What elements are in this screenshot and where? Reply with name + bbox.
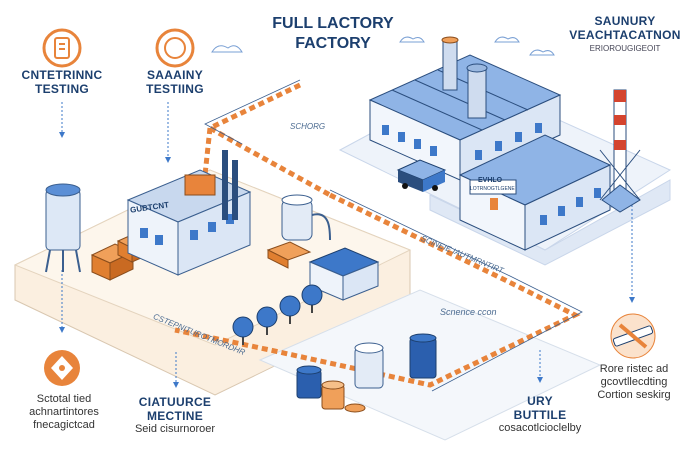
far-right-line-2: gcovtllecdting [600, 376, 668, 388]
factory-sign-1: EVHLO [478, 177, 503, 184]
control-icon [44, 350, 80, 386]
bottom-left-line-1: Sctotal tied [36, 393, 92, 405]
testing-label-2: SAAAINY TESTIING [125, 68, 225, 96]
testing-1-line-2: TESTING [34, 82, 90, 96]
bottom-mid-line-2: MECTINE [146, 409, 204, 423]
connector-lines [61, 102, 633, 385]
bottom-mid-caption: CIATUURCE MECTINE Seid cisurnoroer [120, 395, 230, 436]
top-right-sub: ERIOROUGIGEOIT [589, 44, 661, 53]
packaging-factory [458, 134, 612, 251]
page-title: FULL LACTORY FACTORY [268, 14, 398, 54]
bottom-right-sub: cosacotlcioclelby [498, 422, 582, 434]
far-right-line-3: Cortion seskirg [597, 389, 671, 401]
clouds [211, 36, 555, 56]
delivery-truck [396, 159, 447, 192]
bottom-left-line-3: fnecagictcad [33, 419, 95, 431]
path-label: SCHORG [290, 122, 326, 131]
tools-icon [610, 313, 656, 359]
small-warehouse [308, 247, 380, 301]
smokestack-tower [599, 89, 641, 213]
top-right-line-1: SAUNURY [594, 14, 656, 28]
plant-building [126, 150, 252, 276]
barrels [296, 333, 437, 413]
water-tower [45, 183, 81, 273]
top-right-line-2: VEACHTACATNON [569, 28, 681, 42]
far-right-line-1: Rore ristec ad [599, 363, 669, 375]
bottom-left-line-2: achnartintores [29, 406, 99, 418]
bottom-right-line-1: URY [527, 394, 553, 408]
science-label: Scnence ccon [440, 307, 497, 317]
testing-1-line-1: CNTETRINNC [21, 68, 103, 82]
main-factory [368, 36, 562, 181]
title-line-2: FACTORY [295, 35, 371, 52]
factory-sign-2: LOTRNOGTLGENE [470, 186, 515, 192]
testing-label-1: CNTETRINNC TESTING [12, 68, 112, 96]
storage-tank [266, 194, 331, 269]
testing-icon-1 [42, 28, 82, 68]
testing-2-line-2: TESTIING [146, 82, 204, 96]
tree-row [232, 284, 323, 345]
testing-2-line-1: SAAAINY [146, 68, 204, 82]
bottom-left-caption: Sctotal tied achnartintores fnecagictcad [4, 393, 124, 432]
far-right-caption: Rore ristec ad gcovtllecdting Cortion se… [578, 363, 690, 402]
path-border [204, 79, 583, 392]
title-line-1: FULL LACTORY [272, 15, 394, 32]
bottom-mid-sub: Seid cisurnoroer [134, 423, 216, 435]
top-right-caption: SAUNURY VEACHTACATNON ERIOROUGIGEOIT [560, 14, 690, 53]
bottom-right-line-2: BUTTILE [513, 408, 567, 422]
bottom-right-caption: URY BUTTILE cosacotlcioclelby [480, 394, 600, 435]
arrow-heads [59, 132, 635, 388]
testing-icon-2 [155, 28, 195, 68]
bottom-mid-line-1: CIATUURCE [138, 395, 212, 409]
conveyor-path [174, 82, 581, 388]
